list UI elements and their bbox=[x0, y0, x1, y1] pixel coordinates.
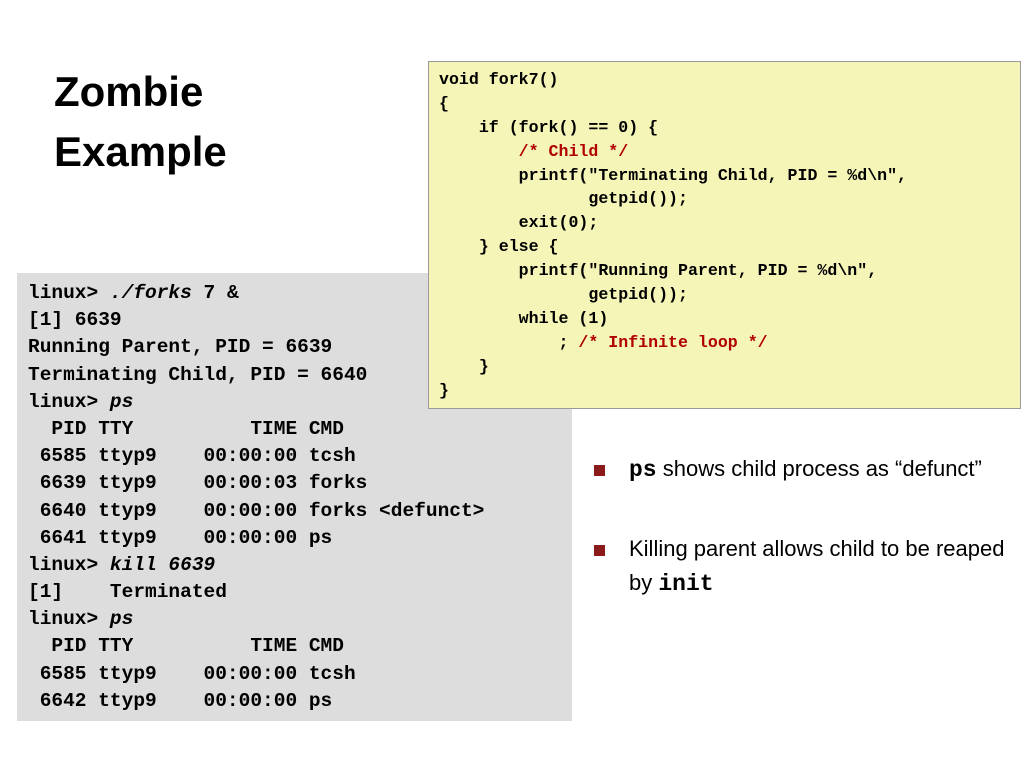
terminal-output: [1] Terminated bbox=[28, 581, 227, 604]
code-line: getpid()); bbox=[439, 283, 1020, 307]
code-line: getpid()); bbox=[439, 187, 1020, 211]
bullet-item-killing-parent: Killing parent allows child to be reaped… bbox=[590, 532, 1010, 601]
code-text: getpid()); bbox=[439, 189, 688, 209]
terminal-prompt: linux> bbox=[28, 282, 110, 304]
terminal-prompt: linux> bbox=[28, 608, 110, 631]
terminal-line: linux> ps bbox=[28, 389, 572, 416]
bullet-square-icon bbox=[594, 545, 605, 556]
terminal-line: [1] Terminated bbox=[28, 579, 572, 606]
code-text: } bbox=[439, 356, 489, 376]
code-comment: /* Child */ bbox=[518, 141, 629, 161]
terminal-line: Terminating Child, PID = 6640 bbox=[28, 362, 572, 389]
title-line-2: Example bbox=[54, 128, 227, 175]
terminal-output: Terminating Child, PID = 6640 bbox=[28, 363, 368, 386]
terminal-command: ./forks bbox=[109, 282, 192, 304]
terminal-line: PID TTY TIME CMD bbox=[28, 416, 572, 443]
code-text: getpid()); bbox=[439, 285, 688, 305]
terminal-command-args: 7 & bbox=[191, 282, 239, 304]
terminal-line: linux> kill 6639 bbox=[28, 552, 572, 579]
code-text bbox=[439, 142, 519, 161]
code-line: if (fork() == 0) { bbox=[439, 116, 1020, 140]
code-text: exit(0); bbox=[439, 213, 599, 233]
bullet-code-ps: ps bbox=[629, 457, 657, 483]
code-line: } bbox=[439, 355, 1020, 379]
terminal-prompt: linux> bbox=[28, 553, 110, 576]
code-line: { bbox=[439, 92, 1020, 116]
code-line: while (1) bbox=[439, 307, 1020, 331]
code-text: while (1) bbox=[439, 308, 609, 328]
terminal-line: 6585 ttyp9 00:00:00 tcsh bbox=[28, 661, 572, 688]
terminal-output: 6585 ttyp9 00:00:00 tcsh bbox=[28, 445, 356, 468]
terminal-line: 6639 ttyp9 00:00:03 forks bbox=[28, 470, 572, 497]
terminal-output: PID TTY TIME CMD bbox=[28, 417, 344, 440]
code-line: printf("Running Parent, PID = %d\n", bbox=[439, 259, 1020, 283]
code-text: } else { bbox=[439, 237, 559, 257]
code-text: printf("Running Parent, PID = %d\n", bbox=[439, 261, 878, 281]
terminal-line: Running Parent, PID = 6639 bbox=[28, 334, 572, 361]
bullet-text: shows child process as “defunct” bbox=[656, 456, 982, 481]
code-text: } bbox=[439, 380, 449, 400]
terminal-output: 6640 ttyp9 00:00:00 forks <defunct> bbox=[28, 499, 485, 522]
terminal-command: ps bbox=[109, 390, 134, 413]
bullet-text: Killing parent allows child to be reaped… bbox=[629, 536, 1005, 595]
code-line: exit(0); bbox=[439, 211, 1020, 235]
code-listing: void fork7() { if (fork() == 0) { /* Chil… bbox=[428, 61, 1021, 409]
terminal-output: Running Parent, PID = 6639 bbox=[28, 336, 333, 359]
terminal-output: [1] 6639 bbox=[28, 309, 122, 332]
code-comment: /* Infinite loop */ bbox=[578, 332, 768, 352]
terminal-command: ps bbox=[109, 608, 134, 631]
terminal-output: 6642 ttyp9 00:00:00 ps bbox=[28, 689, 333, 712]
terminal-line: 6585 ttyp9 00:00:00 tcsh bbox=[28, 443, 572, 470]
code-text: ; bbox=[439, 332, 579, 352]
bullet-code-init: init bbox=[658, 571, 714, 597]
terminal-line: 6641 ttyp9 00:00:00 ps bbox=[28, 525, 572, 552]
terminal-line: PID TTY TIME CMD bbox=[28, 633, 572, 660]
code-text: { bbox=[439, 93, 449, 113]
code-line: ; /* Infinite loop */ bbox=[439, 331, 1020, 355]
code-line: } else { bbox=[439, 235, 1020, 259]
bullet-square-icon bbox=[594, 465, 605, 476]
terminal-output: 6585 ttyp9 00:00:00 tcsh bbox=[28, 662, 356, 685]
code-line: printf("Terminating Child, PID = %d\n", bbox=[439, 164, 1020, 188]
code-text: void fork7() bbox=[439, 70, 559, 89]
terminal-prompt: linux> bbox=[28, 390, 110, 413]
terminal-line: linux> ./forks 7 & bbox=[28, 280, 572, 307]
bullet-item-ps-defunct: ps shows child process as “defunct” bbox=[590, 452, 1010, 487]
terminal-command: kill 6639 bbox=[109, 553, 216, 576]
code-text: printf("Terminating Child, PID = %d\n", bbox=[439, 165, 908, 185]
code-line: void fork7() bbox=[439, 68, 1020, 92]
bullet-list: ps shows child process as “defunct” Kill… bbox=[590, 452, 1010, 646]
slide-title: Zombie Example bbox=[54, 62, 384, 182]
terminal-line: 6640 ttyp9 00:00:00 forks <defunct> bbox=[28, 498, 572, 525]
code-line: /* Child */ bbox=[439, 140, 1020, 164]
code-text: if (fork() == 0) { bbox=[439, 117, 659, 137]
terminal-output: 6639 ttyp9 00:00:03 forks bbox=[28, 472, 368, 495]
terminal-line: [1] 6639 bbox=[28, 307, 572, 334]
terminal-line: 6642 ttyp9 00:00:00 ps bbox=[28, 688, 572, 715]
terminal-output: 6641 ttyp9 00:00:00 ps bbox=[28, 526, 333, 549]
code-line: } bbox=[439, 379, 1020, 403]
terminal-output: PID TTY TIME CMD bbox=[28, 635, 344, 658]
title-line-1: Zombie bbox=[54, 68, 204, 115]
terminal-line: linux> ps bbox=[28, 606, 572, 633]
